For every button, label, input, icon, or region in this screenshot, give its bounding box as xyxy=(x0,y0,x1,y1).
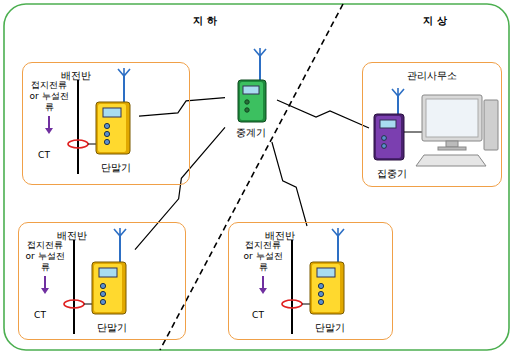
device-label: 단말기 xyxy=(315,322,345,334)
zone-label: 지 하 xyxy=(180,15,230,27)
ct-label: CT xyxy=(248,310,268,321)
terminal-unit: 단말기 xyxy=(307,225,353,337)
label-slot: 지 상 xyxy=(410,15,460,27)
radio-link xyxy=(272,142,307,226)
radio-link xyxy=(139,98,225,116)
ground-line xyxy=(160,4,343,350)
current-label: 접지전류 or 누설전류 xyxy=(241,240,285,272)
label-slot: CT xyxy=(34,150,54,161)
current-label: 접지전류 or 누설전류 xyxy=(27,80,71,112)
device-label: 중계기 xyxy=(236,127,266,139)
ct-label: CT xyxy=(30,310,50,321)
concentrator-icon xyxy=(374,88,404,160)
concentrator-unit: 집중기 xyxy=(369,87,415,183)
label-slot: 지 하 xyxy=(180,15,230,27)
radio-link xyxy=(135,127,225,249)
label-slot: 접지전류 or 누설전류 xyxy=(27,80,71,112)
terminal-unit: 단말기 xyxy=(93,65,139,177)
label-slot: 접지전류 or 누설전류 xyxy=(241,240,285,272)
computer-icon xyxy=(404,95,498,166)
repeater-icon xyxy=(238,48,266,122)
zone-label: 지 상 xyxy=(410,15,460,27)
current-label: 접지전류 or 누설전류 xyxy=(23,240,67,272)
label-slot: CT xyxy=(248,310,268,321)
device-label: 단말기 xyxy=(101,162,131,174)
radio-link xyxy=(277,100,369,128)
label-slot: 접지전류 or 누설전류 xyxy=(23,240,67,272)
device-label: 단말기 xyxy=(97,322,127,334)
switchboard-panel: 배전반단말기 xyxy=(18,222,186,340)
repeater-unit: 중계기 xyxy=(225,42,277,142)
panel-heading: 관리사무소 xyxy=(407,70,457,82)
switchboard-panel: 배전반단말기 xyxy=(228,222,393,340)
label-slot: CT xyxy=(30,310,50,321)
management-office: 관리사무소집중기 xyxy=(362,62,502,187)
device-label: 집중기 xyxy=(377,168,407,180)
ct-label: CT xyxy=(34,150,54,161)
site-outline xyxy=(4,4,509,350)
terminal-unit: 단말기 xyxy=(89,225,135,337)
